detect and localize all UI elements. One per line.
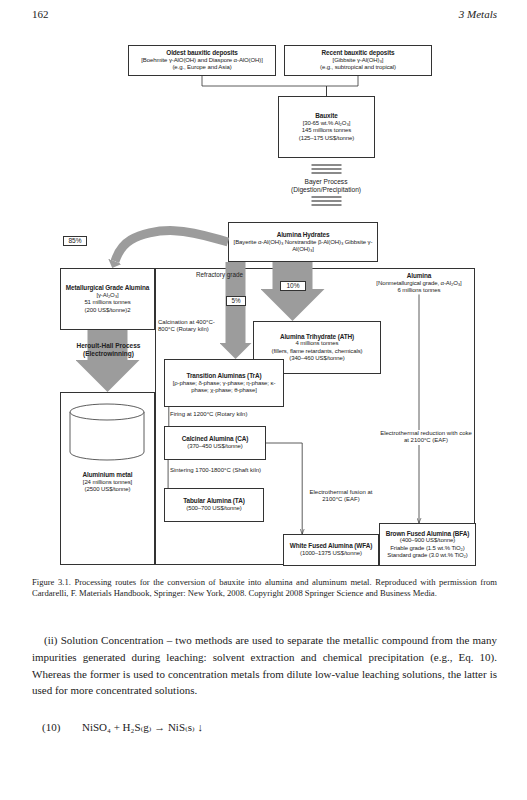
flow-arrow	[168, 407, 169, 426]
edge-label: Heroult-Hall Process (Electrowinning)	[62, 342, 155, 358]
box-text: 145 millions tonnes	[282, 127, 371, 134]
ingot-top	[70, 404, 144, 420]
equation: (10)	[42, 721, 82, 734]
box-heading: Recent bauxitic deposits	[288, 49, 428, 57]
edge-label: Sintering 1700-1800°C (Shaft kiln)	[170, 467, 290, 474]
process-box: Metallurgical Grade Alumina[γ-Al₂O₃]51 m…	[60, 268, 155, 330]
box-body: Alumina[Nonmetallurgical grade, α-Al₂O₃]…	[364, 272, 474, 294]
running-head: 162	[32, 8, 72, 21]
box-heading: Transition Aluminas (TrA)	[168, 372, 280, 380]
process-box: Transition Aluminas (TrA)[ρ-phase; δ-pha…	[164, 359, 284, 407]
process-box: Oldest bauxitic deposits[Boehmite γ-AlO(…	[128, 45, 276, 76]
box-heading: Aluminium metal	[64, 471, 151, 479]
body-paragraph: (ii) Solution Concentration – two method…	[32, 632, 497, 699]
box-text: [24 millions tonnes]	[64, 479, 151, 486]
box-text: (370–450 US$/tonne)	[168, 443, 262, 450]
running-head: 3 Metals	[380, 8, 497, 21]
process-note: Refractory grade	[196, 271, 266, 279]
box-text: (1000–1375 US$/tonne)	[287, 550, 375, 557]
edge-label: 10%	[280, 281, 306, 291]
box-body: Alumina Hydrates[Bayerite α-Al(OH)₃ Nors…	[232, 231, 374, 253]
box-text: 4 millions tonnes	[257, 340, 377, 347]
box-text: [Bayerite α-Al(OH)₃ Norstrandite β-Al(OH…	[232, 239, 374, 254]
process-box: Brown Fused Alumina (BFA)(400–900 US$/to…	[379, 523, 476, 566]
box-heading: Alumina Trihydrate (ATH)	[257, 333, 377, 341]
box-body: Bauxite[30-65 wt.% Al₂O₃]145 millions to…	[282, 112, 371, 142]
flow-arrow	[327, 76, 359, 96]
box-text: [γ-Al₂O₃]	[64, 292, 151, 299]
box-body: Alumina Trihydrate (ATH)4 millions tonne…	[257, 333, 377, 363]
ingot-symbol	[70, 404, 144, 460]
box-text: (e.g., Europe and Asia)	[132, 64, 272, 71]
process-box: Recent bauxitic deposits[Gibbsite γ-Al(O…	[284, 45, 432, 76]
box-text: Friable grade (1.5 wt.% TiO₂)	[383, 545, 472, 552]
box-body: White Fused Alumina (WFA)(1000–1375 US$/…	[287, 542, 375, 557]
box-body: Calcined Alumina (CA)(370–450 US$/tonne)	[168, 435, 262, 450]
process-box: Aluminium metal[24 millions tonnes](2500…	[60, 392, 155, 565]
box-body: Oldest bauxitic deposits[Boehmite γ-AlO(…	[132, 49, 272, 71]
edge-label: Electrothermal reduction with coke at 21…	[380, 430, 472, 445]
flow-arrow	[168, 460, 169, 488]
process-box: Tabular Alumina (TA)(500–700 US$/tonne)	[164, 488, 264, 522]
box-text: [Nonmetallurgical grade, α-Al₂O₃]	[364, 280, 474, 287]
box-text: [Gibbsite γ-Al(OH)₃]	[288, 57, 428, 64]
box-body: Brown Fused Alumina (BFA)(400–900 US$/to…	[383, 530, 472, 560]
box-body: Metallurgical Grade Alumina[γ-Al₂O₃]51 m…	[64, 284, 151, 314]
box-text: (fillers, flame retardants, chemicals)	[257, 348, 377, 355]
box-text: (125–175 US$/tonne)	[282, 135, 371, 142]
box-body: Recent bauxitic deposits[Gibbsite γ-Al(O…	[288, 49, 428, 71]
box-text: Standard grade (3.0 wt.% TiO₂)	[383, 552, 472, 559]
box-text: (200 US$/tonne)2	[64, 307, 151, 314]
equation: NiSO₄ + H₂S₍g₎ → NiS₍s₎ ↓	[82, 721, 382, 734]
box-text: (2500 US$/tonne)	[64, 486, 151, 493]
box-heading: Calcined Alumina (CA)	[168, 435, 262, 443]
box-text: [30-65 wt.% Al₂O₃]	[282, 120, 371, 127]
process-box: Alumina Hydrates[Bayerite α-Al(OH)₃ Nors…	[228, 222, 378, 262]
box-heading: Oldest bauxitic deposits	[132, 49, 272, 57]
process-box: Calcined Alumina (CA)(370–450 US$/tonne)	[164, 426, 266, 460]
process-note: Calcination at 400°C-800°C (Rotary kiln)	[158, 319, 220, 334]
box-heading: Tabular Alumina (TA)	[168, 497, 260, 505]
box-text: (500–700 US$/tonne)	[168, 505, 260, 512]
box-text: (400–900 US$/tonne)	[383, 537, 472, 544]
ingot-body	[70, 412, 144, 460]
flow-arrow	[115, 231, 228, 262]
box-text: 6 millions tonnes	[364, 287, 474, 294]
box-body: Aluminium metal[24 millions tonnes](2500…	[64, 471, 151, 493]
flow-arrow	[266, 443, 302, 534]
flow-arrow	[202, 76, 327, 96]
edge-label: 85%	[63, 236, 87, 246]
box-heading: Brown Fused Alumina (BFA)	[383, 530, 472, 538]
box-text: 51 millions tonnes	[64, 299, 151, 306]
edge-label: Electrothermal fusion at 2100°C (EAF)	[305, 489, 377, 504]
edge-label: Bayer Process (Digestion/Precipitation)	[271, 178, 381, 194]
box-heading: Alumina Hydrates	[232, 231, 374, 239]
box-body: Transition Aluminas (TrA)[ρ-phase; δ-pha…	[168, 372, 280, 394]
flow-arrow	[419, 294, 420, 523]
edge-label: 5%	[226, 296, 246, 306]
box-text: [Boehmite γ-AlO(OH) and Diaspore α-AlO(O…	[132, 57, 272, 64]
process-box: White Fused Alumina (WFA)(1000–1375 US$/…	[283, 534, 379, 566]
figure-caption: Figure 3.1. Processing routes for the co…	[32, 577, 497, 599]
box-body: Tabular Alumina (TA)(500–700 US$/tonne)	[168, 497, 260, 512]
box-text: [ρ-phase; δ-phase; γ-phase; η-phase; κ-p…	[168, 380, 280, 395]
box-heading: White Fused Alumina (WFA)	[287, 542, 375, 550]
box-heading: Metallurgical Grade Alumina	[64, 284, 151, 292]
box-heading: Alumina	[364, 272, 474, 280]
edge-label: Firing at 1200°C (Rotary kiln)	[170, 411, 280, 418]
process-box: Bauxite[30-65 wt.% Al₂O₃]145 millions to…	[278, 96, 375, 158]
box-heading: Bauxite	[282, 112, 371, 120]
box-text: (e.g., subtropical and tropical)	[288, 64, 428, 71]
